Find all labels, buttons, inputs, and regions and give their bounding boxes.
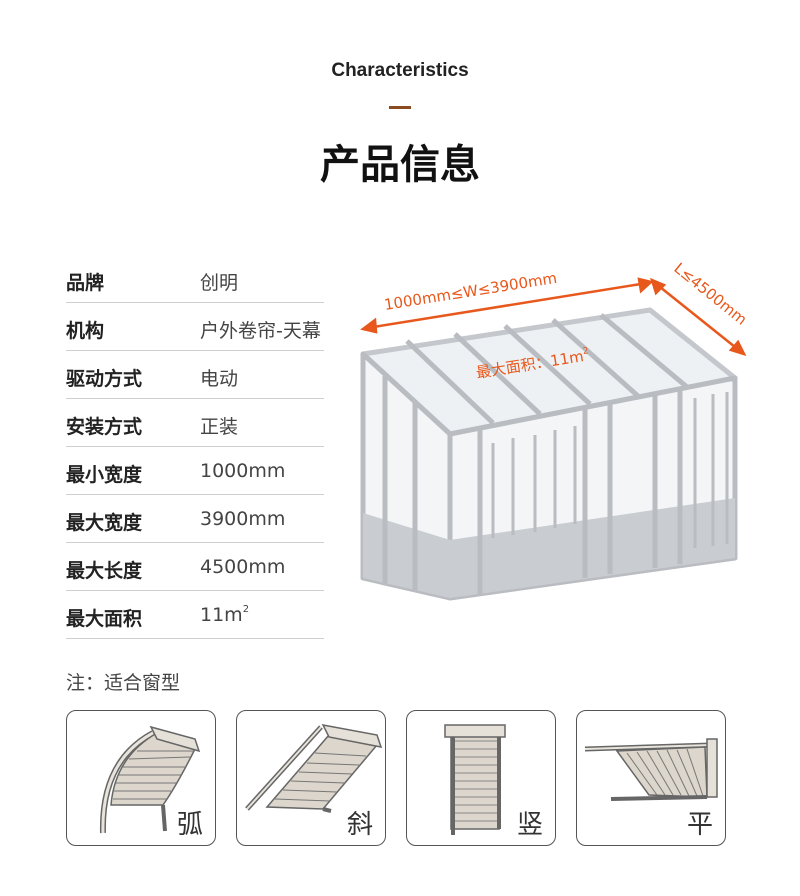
spec-row-install: 安装方式 正装 — [66, 400, 324, 447]
spec-label: 最大面积 — [66, 608, 143, 630]
spec-label: 最大宽度 — [66, 512, 143, 534]
spec-table: 品牌 创明 机构 户外卷帘-天幕 驱动方式 电动 安装方式 正装 最小宽度 10… — [66, 256, 324, 640]
spec-row-max-area: 最大面积 11m2 — [66, 592, 324, 639]
spec-label: 驱动方式 — [66, 368, 143, 390]
spec-value-area: 11m — [200, 604, 243, 626]
section-title: 产品信息 — [320, 142, 480, 188]
spec-value: 4500mm — [200, 556, 286, 578]
spec-label: 机构 — [66, 320, 105, 342]
spec-row-max-length: 最大长度 4500mm — [66, 544, 324, 591]
section-subtitle: Characteristics — [331, 60, 469, 81]
window-type-label: 竖 — [516, 810, 543, 840]
flat-awning-icon — [584, 738, 718, 801]
spec-value-area-exponent: 2 — [242, 604, 250, 615]
spec-value: 正装 — [200, 416, 239, 438]
window-type-label: 平 — [686, 810, 713, 840]
spec-row-brand: 品牌 创明 — [66, 256, 324, 303]
spec-row-drive: 驱动方式 电动 — [66, 352, 324, 399]
window-type-card-vertical: 竖 — [406, 710, 556, 846]
sunroom-diagram: 1000mm≤W≤3900mm L≤4500mm 最大面积：11m2 — [360, 259, 750, 601]
spec-label: 最大长度 — [66, 560, 143, 582]
spec-label: 最小宽度 — [66, 464, 143, 486]
spec-value: 1000mm — [200, 460, 286, 482]
spec-value: 户外卷帘-天幕 — [200, 320, 321, 342]
window-type-card-slanted: 斜 — [236, 710, 386, 846]
spec-value: 电动 — [200, 368, 239, 390]
spec-row-max-width: 最大宽度 3900mm — [66, 496, 324, 543]
window-type-card-arc: 弧 — [66, 710, 216, 846]
length-annotation: L≤4500mm — [670, 259, 750, 329]
window-type-label: 斜 — [346, 810, 373, 840]
spec-label: 安装方式 — [66, 416, 143, 438]
title-accent-bar — [389, 106, 411, 109]
spec-value: 11m2 — [200, 604, 249, 626]
spec-label: 品牌 — [66, 272, 105, 294]
dimension-arrows — [360, 277, 747, 357]
window-type-label: 弧 — [176, 810, 203, 840]
spec-row-min-width: 最小宽度 1000mm — [66, 448, 324, 495]
slanted-awning-icon — [245, 723, 383, 813]
window-type-card-flat: 平 — [576, 710, 726, 846]
arc-awning-icon — [99, 725, 201, 834]
area-annotation-exponent: 2 — [582, 346, 589, 357]
spec-row-mechanism: 机构 户外卷帘-天幕 — [66, 304, 324, 351]
vertical-blind-icon — [444, 724, 506, 835]
width-annotation: 1000mm≤W≤3900mm — [383, 269, 558, 314]
spec-value: 创明 — [200, 272, 239, 294]
spec-value: 3900mm — [200, 508, 286, 530]
window-type-note: 注：适合窗型 — [66, 672, 181, 694]
sunroom-frame — [360, 307, 738, 601]
